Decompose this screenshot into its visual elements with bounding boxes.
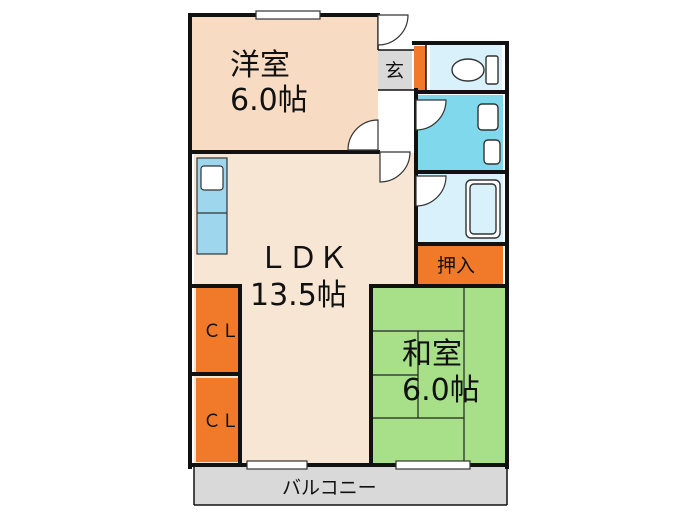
windows (246, 10, 471, 470)
thin-walls (193, 15, 508, 506)
balcony (194, 467, 507, 505)
closet-1 (196, 288, 238, 372)
kitchen-counter (196, 157, 228, 255)
washbasin-icon (477, 103, 501, 165)
western-room (190, 17, 378, 150)
japanese-room-size: 6.0帖 (402, 373, 480, 408)
door-swings (347, 14, 447, 207)
entrance-label: 玄 (385, 60, 404, 82)
western-room-name: 洋室 (230, 48, 290, 83)
walls (188, 13, 509, 469)
toilet-icon (451, 55, 499, 85)
balcony-label: バルコニー (282, 477, 377, 499)
western-room-size: 6.0帖 (230, 83, 308, 118)
oshiire-closet (418, 245, 503, 285)
ldk-room-name: ＬＤＫ (258, 241, 348, 276)
closet-2-label: ＣＬ (203, 411, 239, 432)
closet-2 (196, 378, 238, 462)
ldk-room-size: 13.5帖 (250, 278, 347, 313)
closet-1-label: ＣＬ (203, 321, 239, 342)
tatami-lines (373, 287, 465, 463)
entrance-area (378, 50, 412, 90)
japanese-room-name: 和室 (402, 337, 462, 372)
bathtub-icon (465, 179, 501, 239)
oshiire-label: 押入 (437, 255, 475, 277)
entrance-strip (414, 46, 426, 90)
